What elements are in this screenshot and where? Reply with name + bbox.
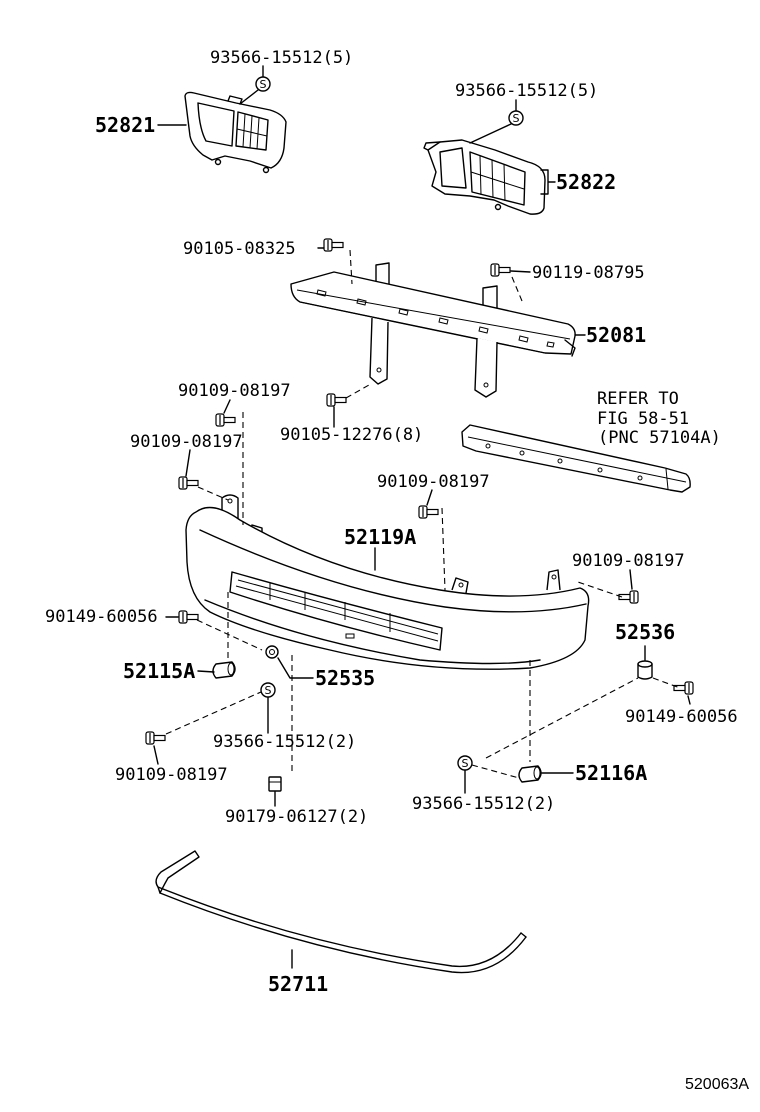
screw-upper-left-a-icon bbox=[215, 413, 236, 427]
screw-lower-left-icon bbox=[145, 731, 166, 745]
bumper-cover-part bbox=[185, 494, 590, 670]
retainer-left-lower-part bbox=[265, 645, 314, 679]
grille-right-part bbox=[423, 139, 556, 215]
label-screw-right: 90109-08197 bbox=[572, 551, 685, 571]
lower-strip-part bbox=[155, 850, 527, 974]
label-clip-lower-left: 93566-15512(2) bbox=[213, 732, 356, 752]
bolt-reinf-right-icon bbox=[490, 263, 511, 277]
diagram-code: 520063A bbox=[685, 1076, 749, 1093]
reinforcement-part bbox=[290, 262, 586, 398]
clip-symbol-letter: S bbox=[462, 757, 469, 770]
label-nut-lower: 90179-06127(2) bbox=[225, 807, 368, 827]
label-screw-side-right: 90149-60056 bbox=[625, 707, 738, 727]
label-part-52821: 52821 bbox=[95, 113, 155, 137]
retainer-left-part bbox=[197, 661, 236, 679]
callout-labels: 93566-15512(5) 52821 93566-15512(5) 5282… bbox=[45, 48, 749, 1093]
label-screw-upper-left-b: 90109-08197 bbox=[130, 432, 243, 452]
nut-lower-part bbox=[268, 776, 282, 807]
screw-side-right-icon bbox=[673, 681, 694, 695]
grille-left-part bbox=[157, 91, 287, 174]
assembly-lines bbox=[153, 247, 691, 779]
label-screw-side-left: 90149-60056 bbox=[45, 607, 158, 627]
label-part-52535: 52535 bbox=[315, 666, 375, 690]
bolt-reinf-lower-icon bbox=[326, 393, 347, 407]
label-part-52116a: 52116A bbox=[575, 761, 647, 785]
label-part-52822: 52822 bbox=[556, 170, 616, 194]
label-clip-lower-right: 93566-15512(2) bbox=[412, 794, 555, 814]
label-clip-grille-right: 93566-15512(5) bbox=[455, 81, 598, 101]
reference-note-line2: FIG 58-51 bbox=[597, 409, 689, 429]
screw-side-left-icon bbox=[178, 610, 199, 624]
label-screw-upper-left-a: 90109-08197 bbox=[178, 381, 291, 401]
clip-symbol-letter: S bbox=[513, 112, 520, 125]
bolt-reinf-left-icon bbox=[323, 238, 344, 252]
retainer-right-part bbox=[518, 765, 574, 783]
clip-symbol-top-left: S bbox=[239, 65, 271, 105]
label-part-52119a: 52119A bbox=[344, 525, 416, 549]
label-bolt-reinf-left: 90105-08325 bbox=[183, 239, 296, 259]
label-clip-grille-left: 93566-15512(5) bbox=[210, 48, 353, 68]
label-part-52115a: 52115A bbox=[123, 659, 195, 683]
clip-symbol-lower-right: S bbox=[457, 755, 473, 794]
clip-symbol-letter: S bbox=[260, 78, 267, 91]
label-part-52081: 52081 bbox=[586, 323, 646, 347]
label-part-52536: 52536 bbox=[615, 620, 675, 644]
clip-symbol-lower-left: S bbox=[260, 682, 276, 734]
label-screw-center: 90109-08197 bbox=[377, 472, 490, 492]
label-bolt-reinf-lower: 90105-12276(8) bbox=[280, 425, 423, 445]
retainer-right-lower-part bbox=[637, 645, 653, 680]
reference-note-line3: (PNC 57104A) bbox=[598, 428, 721, 448]
label-bolt-reinf-right: 90119-08795 bbox=[532, 263, 645, 283]
label-part-52711: 52711 bbox=[268, 972, 328, 996]
clip-symbol-top-right: S bbox=[469, 99, 524, 144]
reference-note-line1: REFER TO bbox=[597, 389, 679, 409]
screw-center-icon bbox=[418, 505, 439, 519]
label-screw-lower-left: 90109-08197 bbox=[115, 765, 228, 785]
clip-symbol-letter: S bbox=[265, 684, 272, 697]
screw-upper-left-b-icon bbox=[178, 476, 199, 490]
reference-bar-part bbox=[461, 424, 691, 493]
